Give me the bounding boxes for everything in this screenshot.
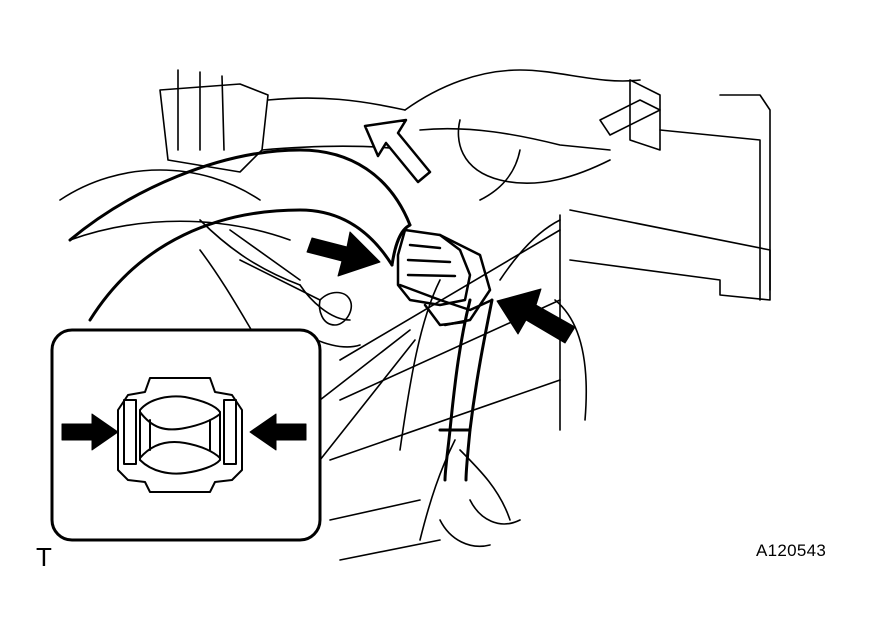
callout-leaders xyxy=(319,329,416,461)
hose-connector xyxy=(396,228,494,327)
connector-end-view xyxy=(117,377,243,493)
main-hose xyxy=(68,148,412,322)
press-arrow-left xyxy=(306,231,381,277)
lower-hose xyxy=(438,298,494,482)
press-arrow-right xyxy=(496,288,576,344)
direction-hollow-arrow xyxy=(363,118,432,184)
inset-arrow-right xyxy=(249,413,307,451)
inset-arrow-left xyxy=(61,413,119,451)
detail-inset xyxy=(50,328,322,542)
corner-letter-label: T xyxy=(36,542,52,572)
figure-code-label: A120543 xyxy=(756,541,827,560)
